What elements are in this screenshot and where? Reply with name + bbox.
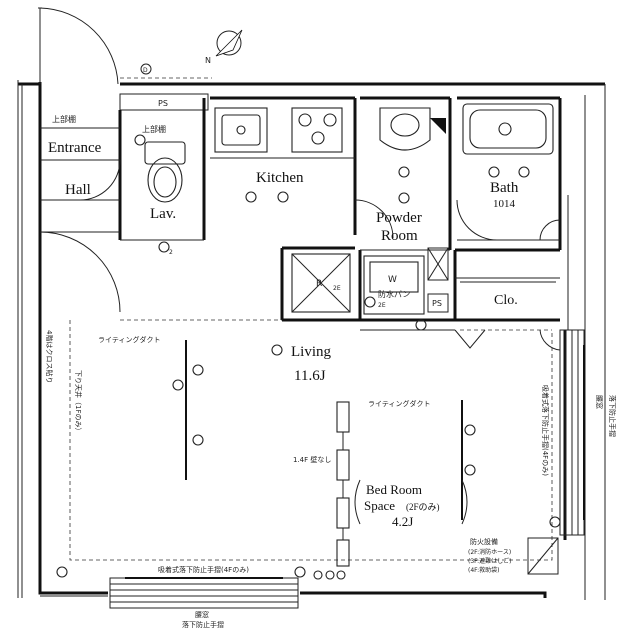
label-equipment-1: (2F:消防ホース) (468, 548, 511, 556)
label-hall: Hall (65, 182, 91, 198)
label-lighting-duct-left: ライティングダクト (98, 335, 160, 344)
label-entrance: Entrance (48, 140, 102, 156)
meter-icon: D (120, 63, 212, 79)
label-storage-lav: 上部棚 (142, 124, 166, 134)
label-equipment-2: (3F:避難はしご) (468, 557, 512, 565)
label-bath-size: 1014 (493, 198, 516, 210)
bathtub-icon (462, 103, 554, 155)
label-clo: Clo. (494, 293, 518, 308)
label-equipment-title: 防火設備 (470, 537, 498, 546)
label-partition-note: 1.4F 壁なし (293, 455, 331, 464)
light-fixture-icon (56, 166, 561, 578)
dashed-outlines (69, 319, 553, 561)
label-powder-room-2: Room (381, 228, 418, 244)
label-bedroom-2: Space (364, 498, 395, 513)
label-bedroom-size: 4.2J (392, 514, 413, 529)
label-bath: Bath (490, 180, 519, 196)
label-living-size: 11.6J (294, 368, 326, 384)
outlet-icon (313, 570, 346, 580)
partition-panels (336, 401, 350, 567)
label-outlet-2: 2 (169, 249, 173, 256)
sink-icon (214, 107, 268, 153)
label-kitchen: Kitchen (256, 170, 304, 186)
label-right-vertical-note: 吸着式落下防止手摺(4Fのみ) (541, 385, 550, 476)
entrance-door (38, 7, 119, 85)
label-outlet-2e-a: 2E (333, 285, 341, 292)
stove-icon (291, 107, 343, 153)
compass-north-icon: N (205, 29, 243, 65)
label-window: 腰窓 (195, 610, 209, 619)
equipment-hatch (527, 537, 559, 575)
label-ps-powder: PS (432, 299, 442, 308)
label-ps-top: PS (158, 99, 168, 108)
door-swings (39, 159, 561, 351)
label-storage-top: 上部棚 (52, 114, 76, 124)
label-fridge: R (316, 279, 322, 289)
label-right-side-note: 腰窓 (595, 395, 604, 409)
lighting-duct-right (461, 400, 476, 520)
label-lav: Lav. (150, 206, 176, 222)
interior-walls (40, 93, 562, 331)
label-washer: W (388, 275, 397, 285)
bottom-window (109, 577, 299, 609)
label-equipment-3: (4F:救助袋) (468, 566, 500, 574)
label-window-handrail: 落下防止手摺 (182, 620, 224, 629)
washbasin-icon (379, 107, 446, 151)
svg-text:N: N (205, 56, 211, 65)
label-bedroom-1: Bed Room (366, 482, 422, 497)
label-bedroom-note: (2Fのみ) (406, 502, 440, 512)
fridge-space (291, 253, 351, 313)
label-right-window-note: 落下防止手摺 (608, 395, 617, 437)
svg-text:D: D (143, 67, 148, 74)
toilet-icon (134, 134, 186, 203)
lighting-duct-left (172, 340, 204, 480)
label-outlet-2e-b: 2E (378, 302, 386, 309)
washer-tray (363, 255, 425, 315)
label-lighting-duct-right: ライティングダクト (368, 399, 430, 408)
label-cloth-note: 4階はクロス貼り (45, 330, 54, 383)
label-ceiling-note: 下り天井（1Fのみ） (74, 370, 83, 434)
label-washer-tray: 防水パン (378, 289, 410, 299)
label-handrail-note: 吸着式落下防止手摺(4Fのみ) (158, 565, 249, 574)
right-window (559, 329, 585, 536)
ps-boxes (427, 247, 449, 313)
label-powder-room-1: Powder (376, 210, 422, 226)
label-living: Living (291, 344, 331, 360)
